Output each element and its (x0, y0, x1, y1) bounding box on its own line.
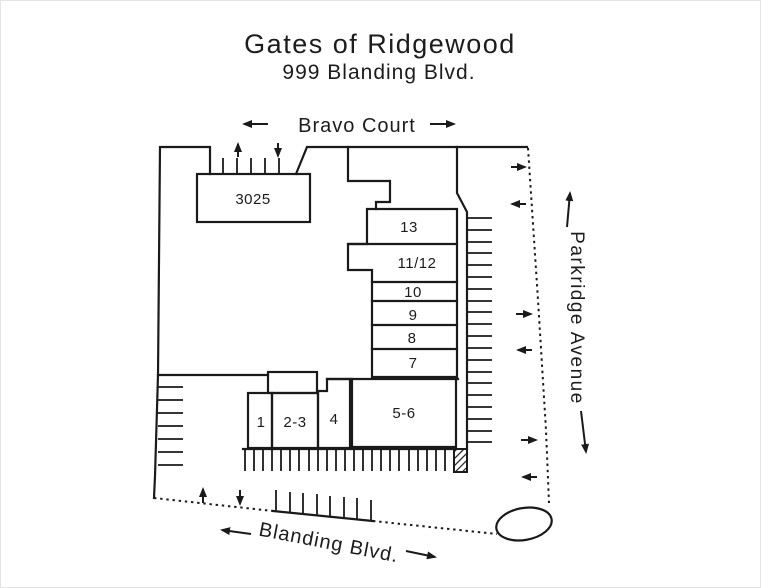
building-label-8: 8 (408, 330, 417, 347)
blanding-street-parking (271, 490, 375, 523)
building-3025: 3025 (195, 142, 312, 224)
street-parkridge-avenue: Parkridge Avenue (565, 191, 590, 454)
boundary-east-dotted (527, 147, 550, 504)
building-label-13: 13 (400, 219, 418, 236)
building-label-7: 7 (409, 355, 418, 372)
boundary-south-dotted-left (153, 497, 274, 512)
east-parking-lane-line (455, 145, 469, 451)
building-label-4: 4 (330, 411, 339, 428)
boundary-south-dotted-right (372, 520, 498, 535)
boundary-north (294, 145, 529, 176)
parkridge-southbound-arrow (580, 410, 590, 454)
blanding-eastbound-arrow (405, 550, 437, 560)
building-3025-outline (195, 172, 312, 224)
hatched-marker (453, 448, 468, 473)
building-label-1: 1 (257, 414, 266, 431)
street-label-bravo-court: Bravo Court (298, 115, 416, 137)
west-parking-ticks (158, 386, 183, 466)
building-label-10: 10 (404, 284, 422, 301)
building-label-11-12: 11/12 (398, 255, 437, 272)
building-label-2-3: 2-3 (283, 414, 306, 431)
street-bravo-court: Bravo Court (242, 115, 456, 137)
parking-ticks-3025 (222, 158, 280, 174)
street-label-parkridge-avenue: Parkridge Avenue (566, 231, 587, 405)
south-parking-ticks (244, 450, 455, 471)
blanding-westbound-arrow (220, 527, 252, 536)
building-label-5-6: 5-6 (392, 405, 415, 422)
page-subtitle: 999 Blanding Blvd. (282, 61, 475, 84)
parkridge-northbound-arrow (565, 191, 574, 228)
building-5-6-outline (350, 377, 458, 449)
north-court-edge (346, 145, 392, 211)
building-label-3025: 3025 (235, 191, 270, 208)
east-drive-arrows (510, 163, 538, 481)
street-parking-ticks (275, 490, 372, 521)
cul-de-sac-oval (495, 506, 553, 542)
page-title: Gates of Ridgewood (244, 29, 516, 59)
east-parking-ticks (467, 217, 492, 443)
east-building-column: 13 11/12 10 9 8 7 (346, 145, 459, 379)
boundary-west (152, 145, 212, 500)
south-parking (241, 447, 468, 473)
west-parking (156, 373, 270, 466)
property-boundary (152, 145, 550, 535)
east-parking (455, 145, 538, 481)
building-label-9: 9 (409, 307, 418, 324)
